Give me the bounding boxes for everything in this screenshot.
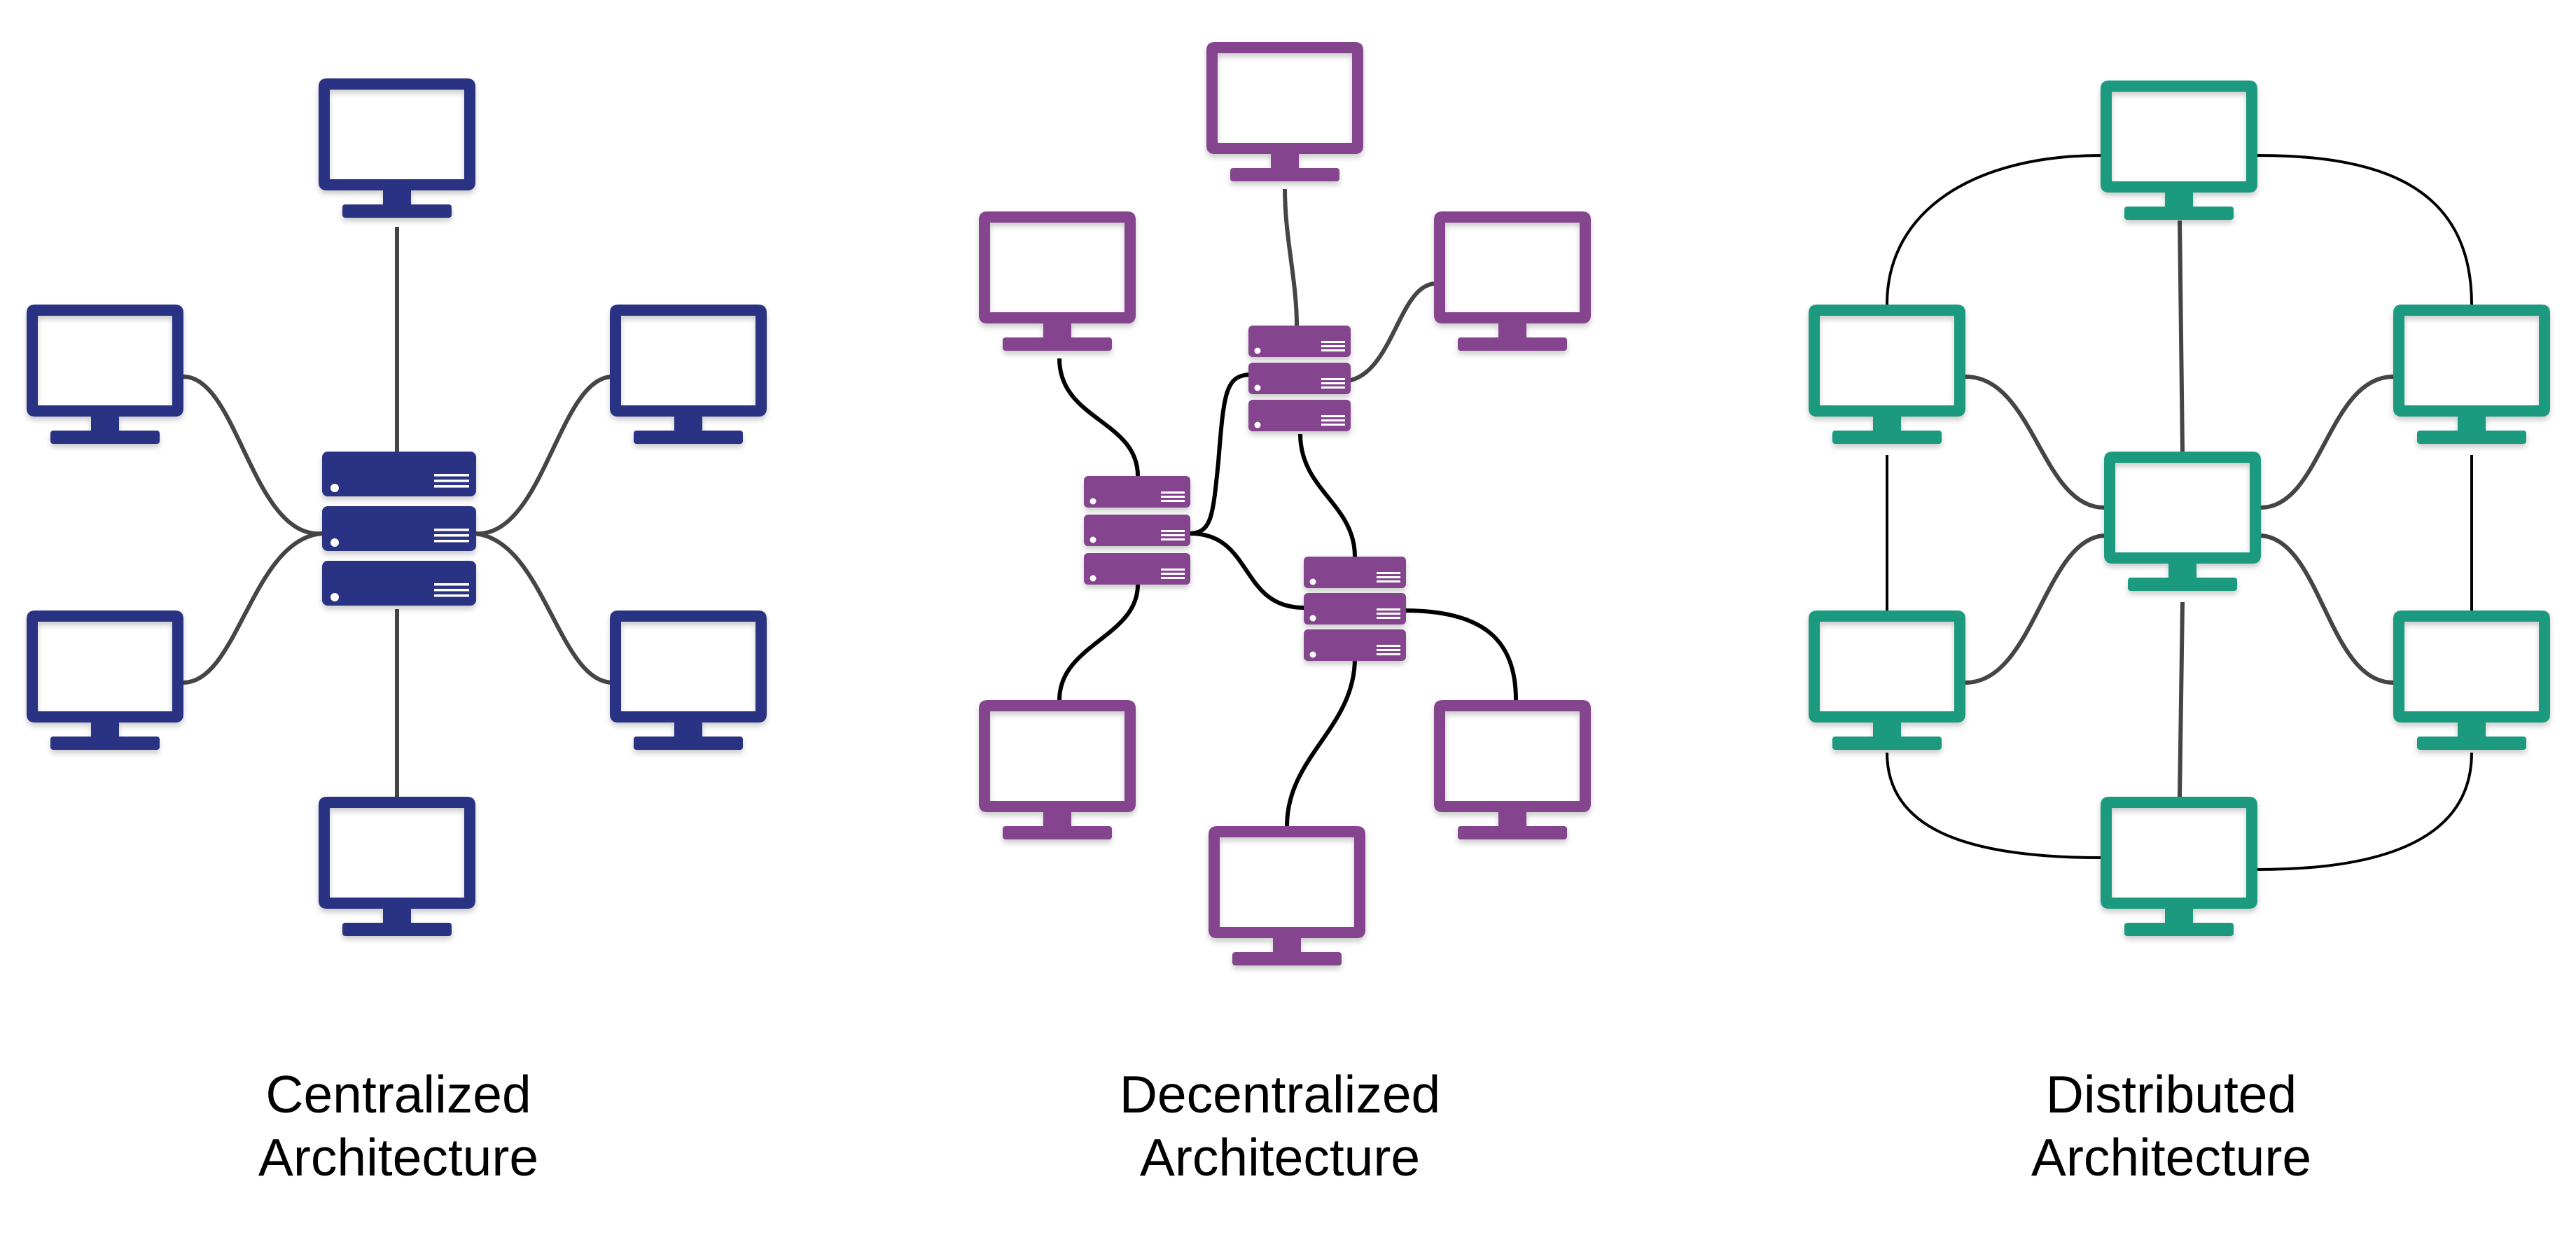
distributed-caption: Distributed Architecture: [1926, 1063, 2416, 1189]
link: [183, 375, 323, 536]
led-dot: [1254, 347, 1261, 354]
decentralized-links: [1057, 188, 1518, 827]
link: [1190, 531, 1304, 610]
monitor-icon: [319, 78, 475, 218]
link: [1283, 188, 1299, 326]
link: [2260, 375, 2394, 510]
monitor-icon: [2101, 797, 2257, 936]
link: [1057, 584, 1140, 701]
monitor-icon: [319, 797, 475, 936]
server-unit: [1248, 326, 1351, 357]
distributed-links: [1886, 154, 2473, 871]
led-dot: [1254, 384, 1261, 391]
led-dot: [330, 484, 339, 492]
decentralized-server: [1304, 557, 1406, 661]
monitor-icon: [2104, 452, 2261, 591]
link: [2260, 533, 2394, 685]
monitor-icon: [1809, 305, 1965, 444]
link: [1190, 372, 1253, 536]
monitor-icon: [610, 305, 767, 444]
link: [1057, 358, 1140, 477]
monitor-icon: [1809, 610, 1965, 750]
server-unit: [1248, 363, 1351, 394]
link: [473, 375, 613, 536]
server-unit: [1304, 593, 1406, 625]
caption-line: Distributed: [2045, 1065, 2297, 1124]
link: [1403, 608, 1518, 701]
led-dot: [1309, 651, 1316, 658]
centralized-computers: [27, 78, 767, 936]
monitor-icon: [2393, 610, 2550, 750]
link: [473, 531, 613, 685]
link: [183, 531, 323, 685]
link: [2257, 154, 2473, 305]
caption-line: Architecture: [1139, 1128, 1421, 1187]
monitor-icon: [2393, 305, 2550, 444]
centralized-server: [322, 452, 476, 606]
led-dot: [1089, 498, 1096, 505]
distributed-computers: [1809, 81, 2550, 936]
link: [1886, 154, 2101, 305]
server-unit: [1084, 476, 1190, 508]
centralized-links: [183, 227, 613, 797]
decentralized-caption: Decentralized Architecture: [1035, 1063, 1525, 1189]
link: [1298, 433, 1357, 557]
decentralized-server: [1248, 326, 1351, 431]
monitor-icon: [1209, 826, 1365, 965]
monitor-icon: [1434, 700, 1591, 839]
caption-line: Architecture: [258, 1128, 539, 1187]
link: [1285, 657, 1357, 827]
caption-line: Centralized: [265, 1065, 531, 1124]
led-dot: [330, 593, 339, 601]
monitor-icon: [2101, 81, 2257, 220]
server-unit: [1304, 557, 1406, 588]
decentralized-panel: [979, 42, 1591, 965]
led-dot: [1309, 615, 1316, 622]
link: [1886, 752, 2101, 859]
led-dot: [1089, 536, 1096, 543]
decentralized-computers: [979, 42, 1591, 965]
link: [2178, 220, 2185, 452]
led-dot: [330, 538, 339, 547]
led-dot: [1254, 421, 1261, 428]
decentralized-server: [1084, 476, 1190, 585]
link: [1965, 533, 2105, 685]
server-unit: [1084, 553, 1190, 585]
monitor-icon: [1434, 211, 1591, 351]
link: [2178, 601, 2185, 797]
led-dot: [1089, 575, 1096, 582]
monitor-icon: [610, 610, 767, 750]
centralized-panel: [27, 78, 767, 936]
monitor-icon: [27, 610, 183, 750]
monitor-icon: [27, 305, 183, 444]
server-unit: [1248, 400, 1351, 431]
monitor-icon: [1206, 42, 1363, 181]
monitor-icon: [979, 211, 1136, 351]
centralized-caption: Centralized Architecture: [153, 1063, 643, 1189]
distributed-panel: [1809, 81, 2550, 936]
link: [1340, 281, 1437, 384]
link: [1965, 375, 2105, 510]
server-unit: [1304, 629, 1406, 661]
caption-line: Decentralized: [1119, 1065, 1441, 1124]
caption-line: Architecture: [2031, 1128, 2312, 1187]
server-unit: [1084, 515, 1190, 546]
link: [2257, 752, 2473, 871]
monitor-icon: [979, 700, 1136, 839]
led-dot: [1309, 578, 1316, 585]
